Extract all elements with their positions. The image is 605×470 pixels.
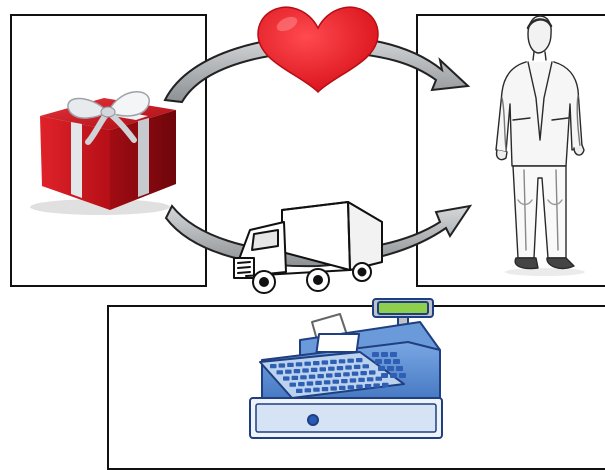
register-key [307,381,314,385]
register-numpad-key [396,366,403,371]
register-key [322,387,329,391]
delivery-truck-icon [234,202,382,293]
register-key [382,383,389,387]
register-key [326,373,333,377]
register-numpad-key [390,373,397,378]
register-key [352,372,359,376]
register-numpad-key [399,373,406,378]
register-key [360,371,367,375]
register-numpad-key [387,366,394,371]
register-key [369,370,376,374]
register-key [315,381,322,385]
register-numpad-key [375,359,382,364]
register-key [373,383,380,387]
gift-box-icon [30,92,176,215]
register-key [285,370,292,374]
register-key [313,388,320,392]
register-key [317,374,324,378]
register-key [328,367,335,371]
heart-icon [258,7,378,92]
register-key [287,363,294,367]
register-key [292,376,299,380]
register-key [300,375,307,379]
register-numpad-key [390,352,397,357]
register-key [356,385,363,389]
register-key [348,385,355,389]
register-key [324,380,331,384]
register-key [333,380,340,384]
register-key [347,359,354,363]
register-numpad-key [393,359,400,364]
register-key [304,362,311,366]
register-key [376,377,383,381]
register-key [330,360,337,364]
register-key [341,379,348,383]
register-key [309,375,316,379]
register-key [296,389,303,393]
register-key [320,367,327,371]
register-numpad-key [372,352,379,357]
register-key [322,360,329,364]
register-key [298,382,305,386]
register-key [345,365,352,369]
register-key [270,364,277,368]
register-key [354,365,361,369]
businessman-sketch-icon [496,16,585,276]
register-key [356,358,363,362]
register-key [311,368,318,372]
register-numpad-key [384,359,391,364]
register-key [294,369,301,373]
register-key [358,378,365,382]
register-key [367,377,374,381]
register-key [313,361,320,365]
register-key [296,362,303,366]
register-key [279,363,286,367]
register-key [290,383,297,387]
register-key [277,370,284,374]
register-key [350,378,357,382]
register-numpad-key [381,373,388,378]
register-numpad-key [381,352,388,357]
register-key [339,386,346,390]
register-key [339,359,346,363]
register-key [335,373,342,377]
register-key [302,368,309,372]
register-key [363,364,370,368]
register-key [365,384,372,388]
register-key [330,386,337,390]
register-key [337,366,344,370]
register-key [283,376,290,380]
register-numpad-key [378,366,385,371]
register-key [343,372,350,376]
register-key [305,388,312,392]
